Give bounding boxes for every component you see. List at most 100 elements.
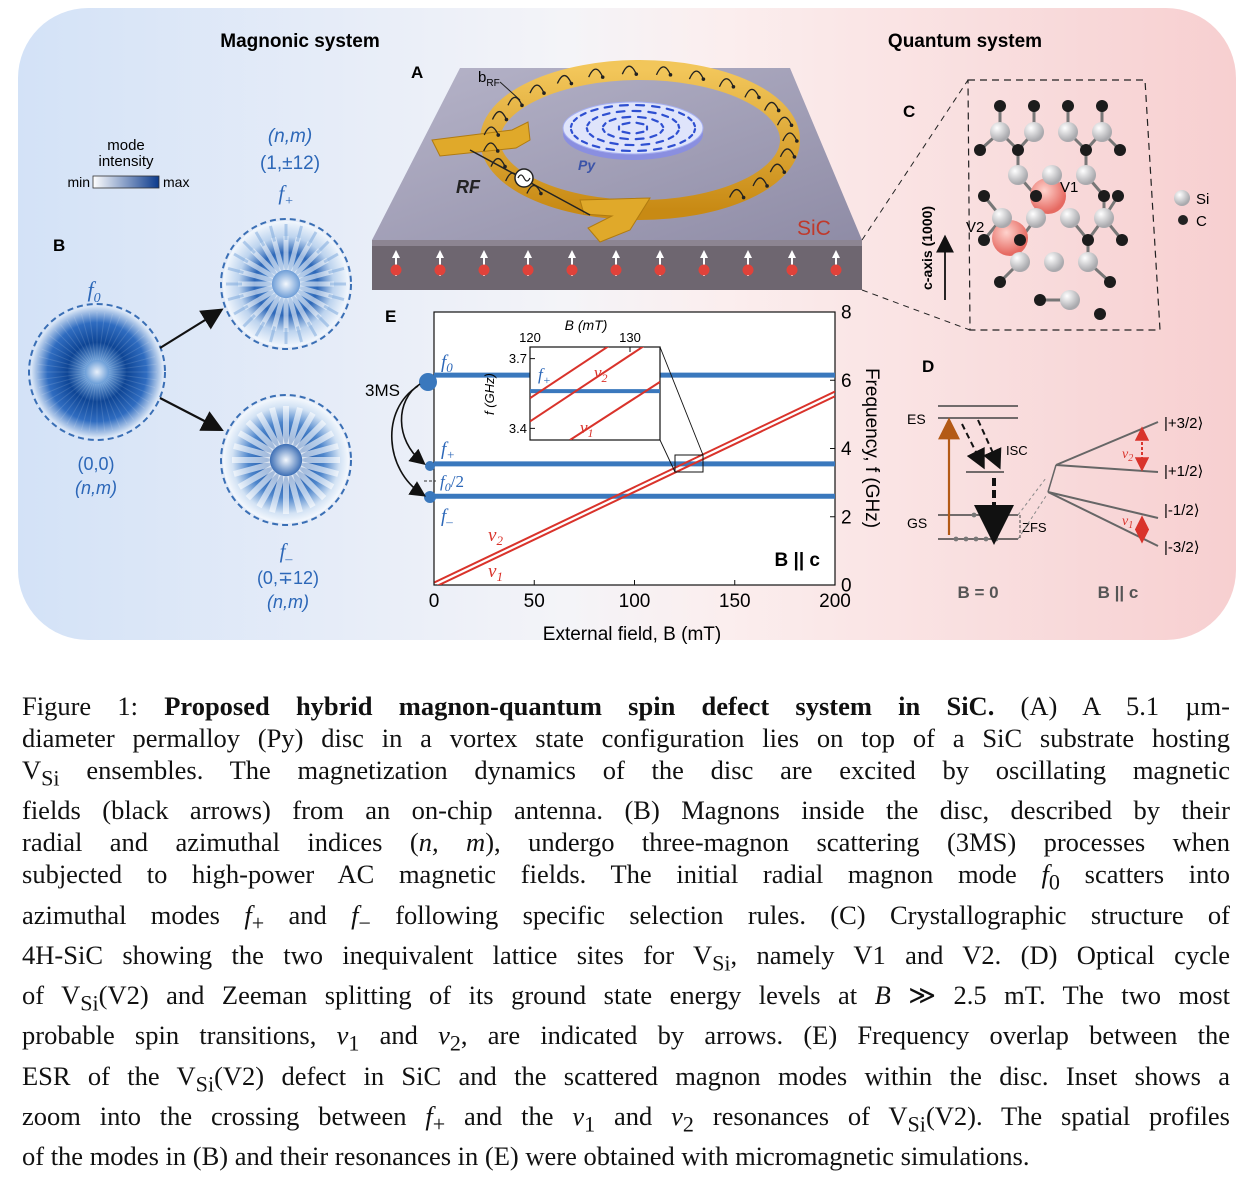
- series-line-extra: [530, 347, 610, 399]
- py-disc: [562, 101, 704, 155]
- svg-text:bRF: bRF: [478, 69, 500, 89]
- svg-text:(0,0): (0,0): [77, 454, 114, 474]
- y-tick-label: 8: [841, 303, 852, 324]
- x-axis-label: External field, B (mT): [543, 624, 721, 645]
- svg-text:ν2: ν2: [1122, 447, 1133, 464]
- svg-text:Py: Py: [578, 157, 596, 173]
- svg-text:ν2: ν2: [594, 363, 608, 385]
- svg-text:B (mT): B (mT): [565, 317, 608, 333]
- svg-text:(1,±12): (1,±12): [260, 153, 320, 174]
- svg-text:C: C: [1196, 213, 1207, 230]
- svg-text:min: min: [67, 174, 90, 190]
- crystal-lattice: [974, 100, 1128, 320]
- svg-text:V1: V1: [1060, 179, 1078, 196]
- disc-f-plus-texture: [226, 224, 346, 344]
- y-tick-label: 0: [841, 576, 852, 597]
- svg-text:f0/2: f0/2: [440, 472, 464, 494]
- y-tick-label: 2: [841, 507, 852, 528]
- panel-c: V1 V2 c-axis (1000) Si C: [861, 79, 1209, 331]
- svg-text:|-3/2⟩: |-3/2⟩: [1164, 539, 1200, 556]
- caption-line: Figure 1: Proposed hybrid magnon-quantum…: [22, 691, 1230, 721]
- svg-text:V2: V2: [966, 219, 984, 236]
- antenna-field-loops: [483, 65, 799, 200]
- py-vortex-arrows: [569, 103, 697, 153]
- caption-line: subjected to high-power AC magnetic fiel…: [22, 859, 1230, 895]
- svg-text:ISC: ISC: [1006, 443, 1028, 458]
- figure-1: Magnonic system Quantum system mode inte…: [18, 8, 1236, 645]
- svg-text:RF: RF: [456, 177, 481, 197]
- caption-line: diameter permalloy (Py) disc in a vortex…: [22, 723, 1230, 753]
- svg-text:c-axis (1000): c-axis (1000): [919, 206, 935, 290]
- y-tick-label: 3.7: [509, 351, 527, 366]
- svg-text:3MS: 3MS: [365, 381, 400, 400]
- svg-text:(n,m): (n,m): [75, 478, 117, 498]
- series-line-ν2: [434, 390, 835, 584]
- x-tick-label: 120: [519, 330, 541, 345]
- svg-text:B || c: B || c: [775, 550, 821, 571]
- panel-letter-a: A: [411, 63, 423, 82]
- caption-line: probable spin transitions, ν1 and ν2, ar…: [22, 1020, 1230, 1056]
- colorbar: mode intensity min max: [67, 137, 189, 190]
- x-tick-label: 150: [719, 591, 751, 612]
- svg-text:ν2: ν2: [488, 525, 503, 548]
- svg-text:max: max: [163, 174, 189, 190]
- panel-letter-b: B: [53, 236, 65, 255]
- svg-text:B || c: B || c: [1098, 583, 1139, 602]
- svg-text:SiC: SiC: [797, 217, 831, 240]
- svg-text:f–: f–: [280, 539, 294, 567]
- svg-text:(n,m): (n,m): [268, 126, 312, 147]
- svg-text:GS: GS: [907, 515, 927, 531]
- substrate-spins: [390, 250, 842, 276]
- caption-line: of VSi(V2) and Zeeman splitting of its g…: [22, 980, 1230, 1016]
- y-axis-label: Frequency, f (GHz): [861, 368, 882, 528]
- svg-text:ES: ES: [907, 411, 926, 427]
- svg-text:(0,∓12): (0,∓12): [257, 568, 319, 588]
- caption-line: 4H-SiC showing the two inequivalent latt…: [22, 939, 1231, 976]
- y-tick-label: 4: [841, 439, 852, 460]
- caption-line: ESR of the VSi(V2) defect in SiC and the…: [22, 1060, 1230, 1097]
- quantum-system-title: Quantum system: [888, 31, 1042, 52]
- svg-text:f+: f+: [441, 439, 455, 462]
- figure-caption: Figure 1: Proposed hybrid magnon-quantum…: [22, 690, 1230, 1172]
- disc-f0-texture: [37, 312, 157, 432]
- panel-letter-c: C: [903, 102, 915, 121]
- svg-text:|+3/2⟩: |+3/2⟩: [1164, 415, 1203, 432]
- x-tick-label: 130: [619, 330, 641, 345]
- svg-text:f+: f+: [278, 181, 293, 209]
- disc-f0: [31, 306, 163, 438]
- svg-text:ν1: ν1: [580, 418, 594, 440]
- caption-line: azimuthal modes f+ and f− following spec…: [22, 899, 1230, 935]
- magnonic-system-title: Magnonic system: [220, 31, 379, 52]
- svg-text:mode: mode: [107, 137, 145, 154]
- svg-text:|+1/2⟩: |+1/2⟩: [1164, 463, 1203, 480]
- svg-text:ν1: ν1: [488, 561, 503, 584]
- svg-text:f–: f–: [441, 506, 453, 529]
- panel-letter-e: E: [385, 307, 396, 326]
- x-tick-label: 200: [819, 591, 851, 612]
- caption-line: fields (black arrows) from an on-chip an…: [22, 795, 1230, 826]
- series-line-ν1: [569, 381, 660, 440]
- svg-text:f0: f0: [441, 352, 453, 375]
- svg-text:f+: f+: [538, 365, 551, 387]
- x-tick-label: 100: [619, 591, 651, 612]
- panel-d: ES GS ISC ZFS ν2 ν1 |+3/2⟩ |+1/2⟩ |-1/2⟩…: [907, 405, 1203, 602]
- x-tick-label: 0: [429, 591, 440, 612]
- y-tick-label: 6: [841, 371, 852, 392]
- disc-f-minus-texture: [232, 406, 340, 514]
- svg-text:ν1: ν1: [1122, 514, 1133, 531]
- y-tick-label: 3.4: [509, 421, 527, 436]
- x-tick-label: 50: [524, 591, 545, 612]
- panel-letter-d: D: [922, 357, 934, 376]
- svg-text:f0: f0: [87, 277, 100, 306]
- caption-line: zoom into the crossing between f+ and th…: [22, 1101, 1230, 1137]
- panel-b: (n,m) (1,±12) f+ f0 (0,0) (n,m) f– (0,∓1…: [28, 126, 352, 612]
- svg-text:(n,m): (n,m): [267, 592, 309, 612]
- svg-text:intensity: intensity: [98, 153, 154, 170]
- panel-a: Py RF bRF SiC: [372, 60, 862, 290]
- svg-text:Si: Si: [1196, 191, 1209, 208]
- svg-text:f (GHz): f (GHz): [482, 373, 497, 415]
- caption-line: VSi ensembles. The magnetization dynamic…: [22, 755, 1230, 791]
- svg-text:|-1/2⟩: |-1/2⟩: [1164, 502, 1200, 519]
- svg-text:B = 0: B = 0: [957, 583, 998, 602]
